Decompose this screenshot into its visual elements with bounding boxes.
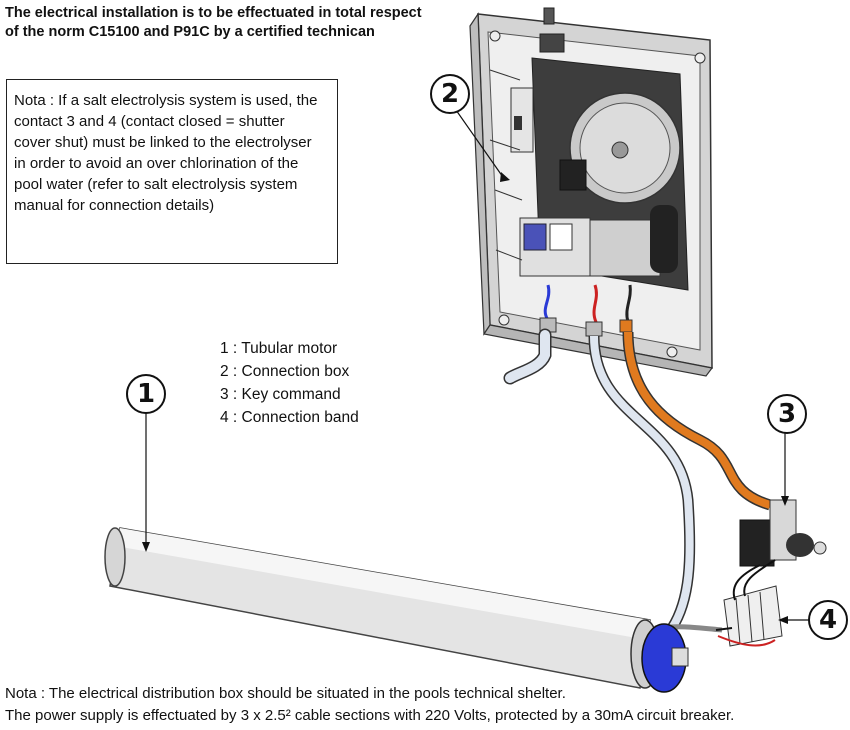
callout-4-connection-band: 4 — [808, 600, 848, 640]
key-command-illustration — [739, 499, 827, 567]
installation-heading: The electrical installation is to be eff… — [5, 4, 425, 42]
nota-line-3: cover shut) must be linked to the electr… — [14, 134, 312, 151]
nota-line-1: Nota : If a salt electrolysis system is … — [14, 92, 318, 109]
legend-item-connection-band: 4 : Connection band — [220, 409, 359, 426]
heading-line-2: of the norm C15100 and P91C by a certifi… — [5, 24, 375, 40]
nota-line-2: contact 3 and 4 (contact closed = shutte… — [14, 113, 285, 130]
bottom-note-shelter: Nota : The electrical distribution box s… — [5, 685, 566, 702]
tubular-motor-illustration — [104, 527, 689, 693]
connection-box-illustration — [469, 7, 714, 377]
electrolysis-nota-box: Nota : If a salt electrolysis system is … — [6, 79, 338, 264]
legend-item-tubular-motor: 1 : Tubular motor — [220, 340, 338, 357]
bottom-note-power-supply: The power supply is effectuated by 3 x 2… — [5, 707, 735, 724]
callout-1-tubular-motor: 1 — [126, 374, 166, 414]
nota-line-4: in order to avoid an over chlorination o… — [14, 155, 299, 172]
leader-lines — [142, 109, 810, 624]
callout-2-connection-box: 2 — [430, 74, 470, 114]
legend-item-connection-box: 2 : Connection box — [220, 363, 350, 380]
connection-band-illustration — [715, 559, 783, 647]
legend-item-key-command: 3 : Key command — [220, 386, 341, 403]
heading-line-1: The electrical installation is to be eff… — [5, 5, 422, 21]
bottom-notes: Nota : The electrical distribution box s… — [5, 683, 734, 727]
cables — [503, 328, 772, 633]
nota-line-6: manual for connection details) — [14, 197, 215, 214]
callout-3-key-command: 3 — [767, 394, 807, 434]
component-legend: 1 : Tubular motor 2 : Connection box 3 :… — [220, 337, 359, 429]
nota-line-5: pool water (refer to salt electrolysis s… — [14, 176, 298, 193]
